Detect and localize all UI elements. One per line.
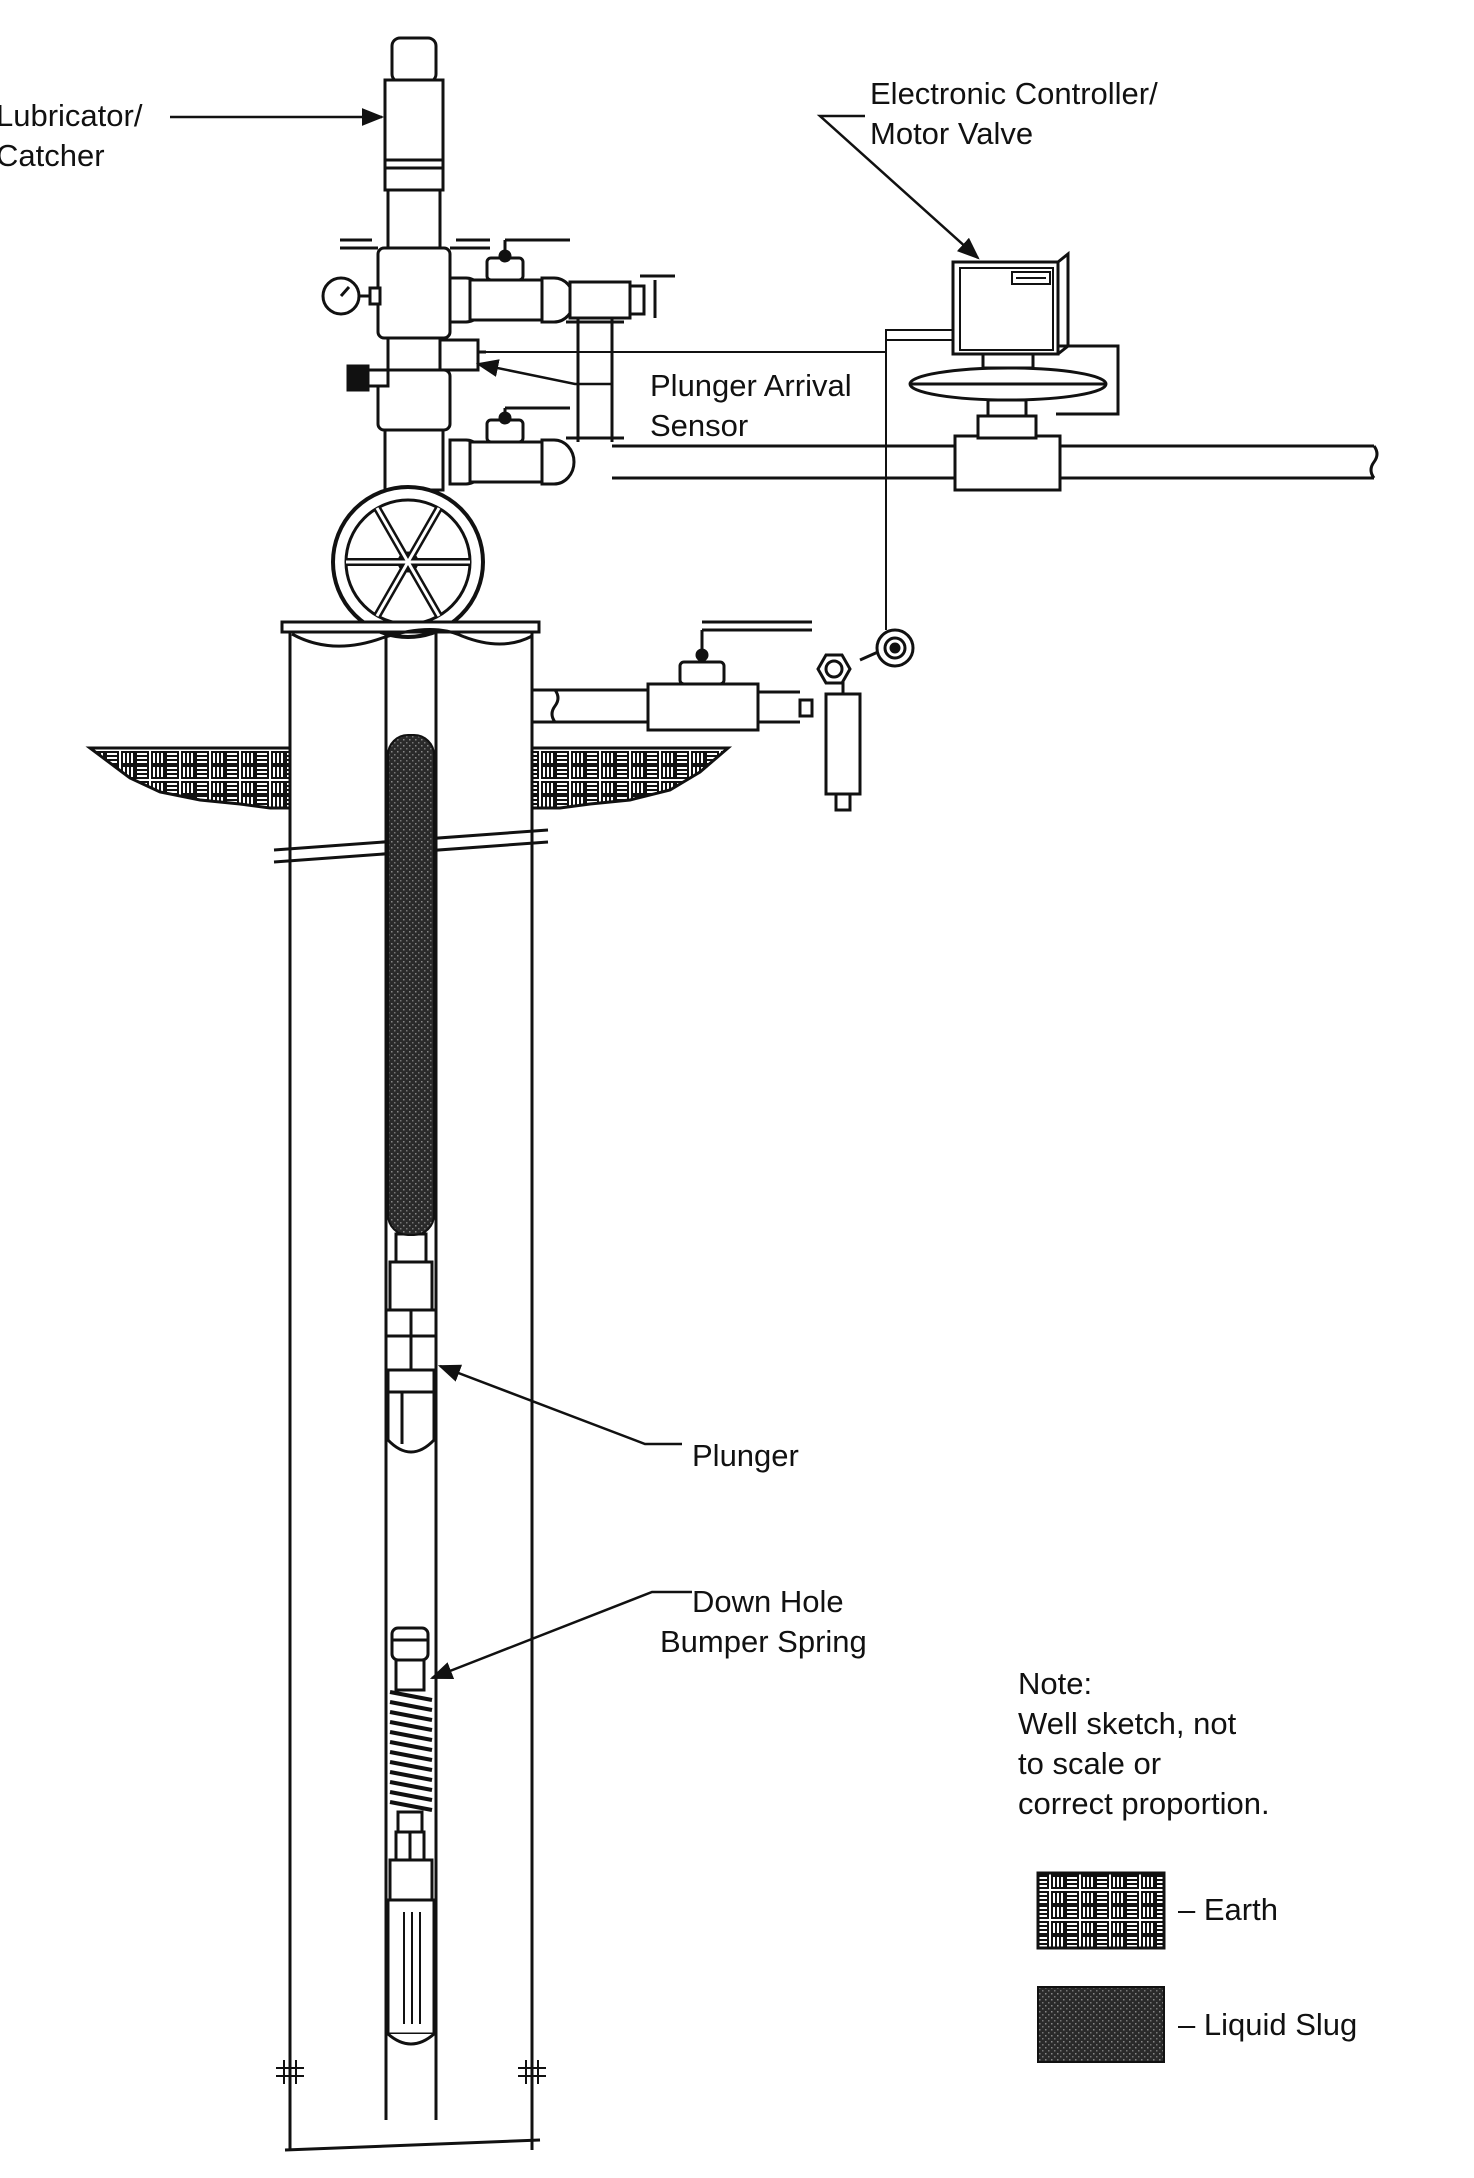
earth-surface-left [85,746,292,810]
electronic-controller-label: Electronic Controller/ Motor Valve [870,74,1158,154]
bypass-loop-pipe [566,318,624,442]
legend-earth-text: – Earth [1178,1892,1278,1927]
casing-outlet-valve [532,620,915,812]
earth-surface-right [530,746,733,810]
electronic-controller [908,250,1120,440]
sensor-label-line1: Plunger Arrival [650,368,852,403]
bumper-spring-label: Down Hole Bumper Spring [660,1582,867,1662]
casing-head [280,620,541,648]
lower-wing-valve [383,406,576,492]
sensor-label-line2: Sensor [650,408,749,443]
lubricator-label-line1: Lubricator/ [0,98,143,133]
earth-swatch [1036,1871,1166,1950]
plunger-arrival-sensor [346,338,486,392]
lubricator-label-line2: Catcher [0,138,105,173]
legend-liquid-text: – Liquid Slug [1178,2007,1358,2042]
pressure-gauge-icon [321,276,382,316]
note-line3: to scale or [1018,1746,1162,1781]
spring-label-line2: Bumper Spring [660,1624,867,1659]
note-block: Note: Well sketch, not to scale or corre… [1018,1664,1270,1824]
bumper-spring [386,1626,436,2046]
tubing-walls [384,632,438,2120]
casing-break-marks [276,2060,546,2084]
liquid-slug-swatch [1037,1986,1165,2063]
legend-earth-label: – Earth [1178,1890,1278,1930]
note-line1: Note: [1018,1666,1093,1701]
master-valve-handwheel [331,485,485,639]
legend-swatches [1036,1871,1166,2063]
liquid-slug-column [387,734,435,1236]
controller-label-line2: Motor Valve [870,116,1034,151]
callout-leaders [170,108,980,1680]
plunger [384,1232,438,1454]
casing-walls [284,632,541,2152]
signal-wires [486,329,953,630]
plunger-arrival-sensor-label: Plunger Arrival Sensor [650,366,852,446]
controller-label-line1: Electronic Controller/ [870,76,1158,111]
legend-liquid-label: – Liquid Slug [1178,2005,1357,2045]
upper-wing-valve [448,238,675,324]
note-line2: Well sketch, not [1018,1706,1237,1741]
plunger-label-text: Plunger [692,1438,799,1473]
plunger-label: Plunger [692,1436,799,1476]
note-line4: correct proportion. [1018,1786,1270,1821]
spring-label-line1: Down Hole [692,1584,844,1619]
lubricator-catcher-label: Lubricator/ Catcher [0,96,142,176]
